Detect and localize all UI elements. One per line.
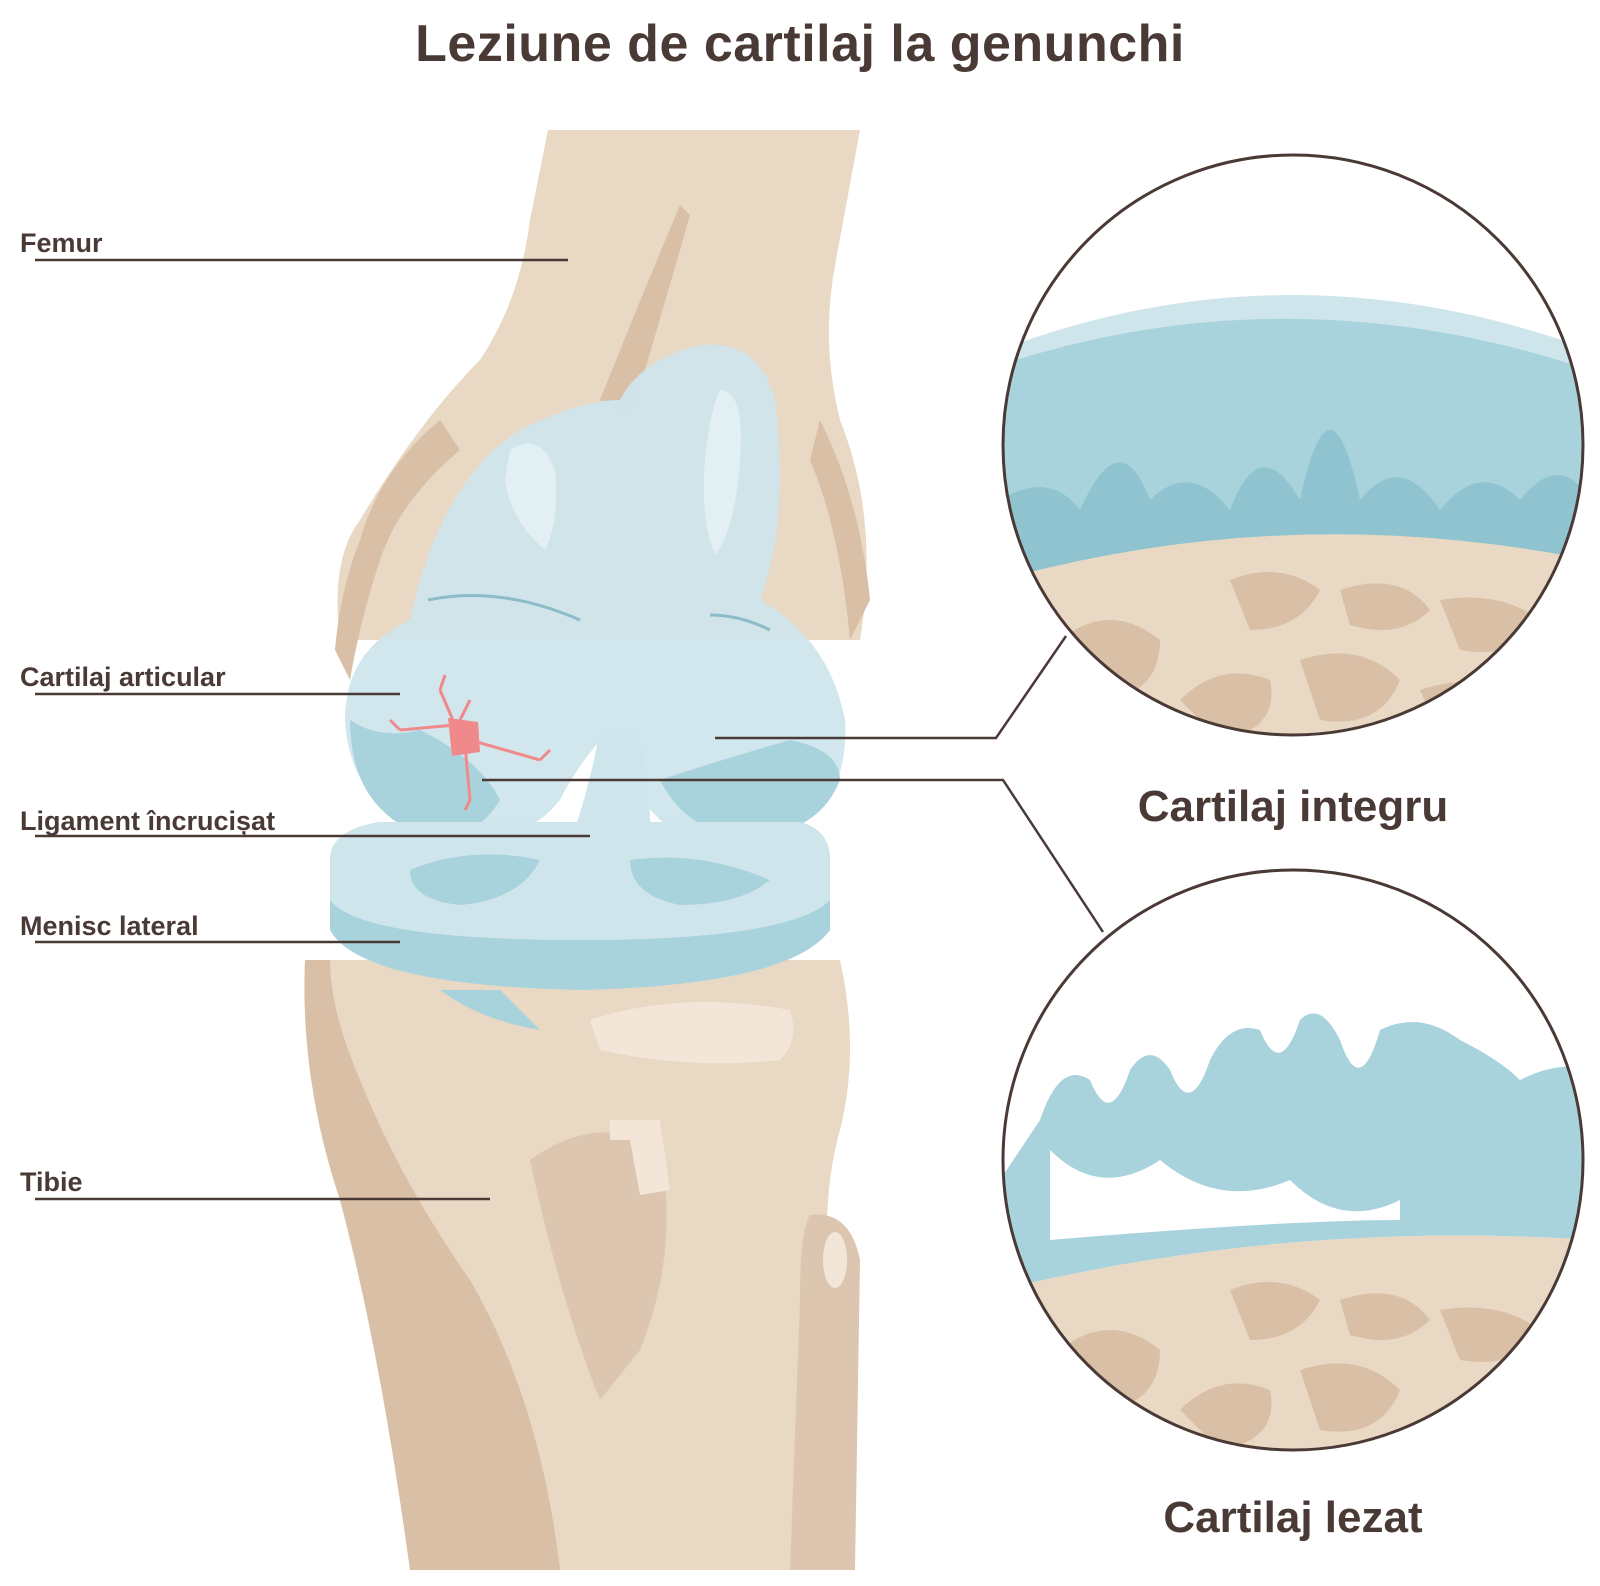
caption-damaged-cartilage: Cartilaj lezat	[1163, 1493, 1423, 1542]
caption-intact-cartilage: Cartilaj integru	[1137, 782, 1449, 831]
intact-magnifier-ring	[1001, 153, 1585, 737]
lateral-meniscus	[330, 822, 830, 1030]
label-cruciate-ligament: Ligament încrucișat	[20, 806, 276, 836]
leader-lines	[35, 258, 1105, 1201]
articular-cartilage	[345, 344, 846, 843]
label-femur: Femur	[20, 228, 103, 258]
label-tibia: Tibie	[20, 1167, 83, 1197]
tibia-bone	[304, 960, 860, 1570]
page-title: Leziune de cartilaj la genunchi	[415, 15, 1185, 73]
cartilage-lesion	[388, 674, 552, 811]
damaged-magnifier-ring	[1001, 868, 1585, 1452]
label-articular-cartilage: Cartilaj articular	[20, 662, 226, 692]
label-lateral-meniscus: Menisc lateral	[20, 911, 199, 941]
damaged-cartilage-detail	[1003, 870, 1583, 1450]
